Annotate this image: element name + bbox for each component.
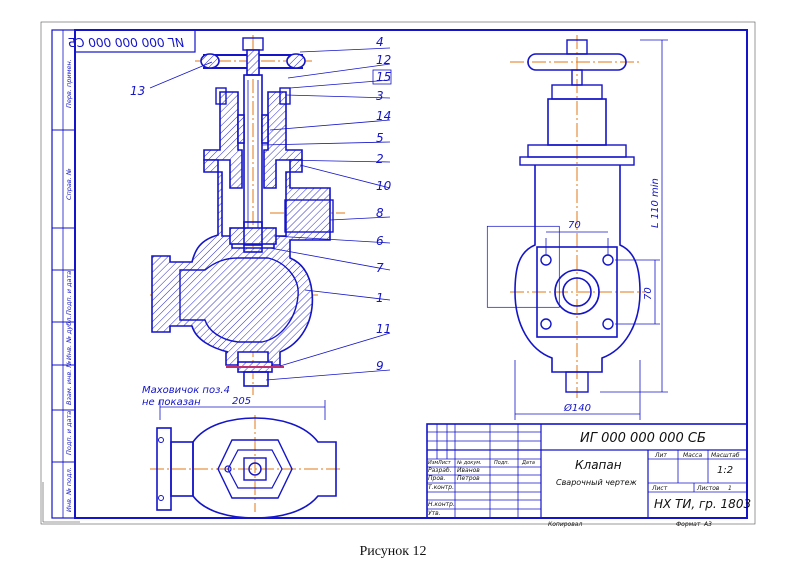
org-name: НХ ТИ, гр. 1803 [654, 497, 751, 511]
side-label-2: Справ. № [65, 168, 73, 200]
name-developer: Иванов [457, 467, 480, 474]
copied-label: Копировал [548, 521, 582, 528]
sheets-value: 1 [728, 485, 732, 492]
callout-9: 9 [376, 359, 384, 373]
side-label-6: Подп. и дата [65, 411, 73, 455]
role-norm-control: Н.контр. [428, 501, 455, 508]
note-line-2: не показан [142, 397, 201, 408]
top-view: Маховичок поз.4 не показан 205 [142, 385, 342, 519]
role-developer: Разраб. [428, 467, 452, 474]
format-value: А3 [703, 521, 712, 528]
callout-12: 12 [376, 53, 391, 67]
callout-14: 14 [376, 109, 391, 123]
valve-assembly-drawing: Перв. примен. Справ. № Подп. и дата Инв.… [40, 21, 756, 528]
callouts: 13 4 12 15 3 14 5 2 10 8 6 7 1 11 9 [130, 35, 392, 381]
callout-13: 13 [130, 84, 145, 98]
callout-15: 15 [376, 70, 391, 84]
note-line-1: Маховичок поз.4 [142, 385, 230, 396]
side-label-5: Взам. инв. № [65, 361, 73, 405]
col-izm: Изм [428, 460, 438, 466]
callout-3: 3 [376, 89, 384, 103]
callout-10: 10 [376, 179, 392, 193]
col-date: Дата [521, 460, 535, 466]
mirrored-doc-code: ИГ 000 000 000 СБ [68, 36, 184, 50]
dim-70-horizontal: 70 [568, 220, 581, 231]
title-name: Клапан [575, 458, 622, 472]
callout-6: 6 [376, 234, 384, 248]
format-label: Формат [676, 521, 701, 528]
mirrored-code-box: ИГ 000 000 000 СБ [68, 29, 196, 53]
role-tech-control: Т.контр. [428, 484, 454, 491]
dim-dia140: Ø140 [563, 402, 591, 414]
handwheel [200, 37, 306, 76]
sheet-label: Лист [651, 485, 668, 492]
side-label-1: Перв. примен. [65, 59, 73, 108]
scale-label: Масштаб [711, 452, 740, 459]
col-docnum: № докум. [456, 460, 482, 466]
col-list: Лист [437, 460, 452, 466]
title-subtitle: Сварочный чертеж [556, 478, 638, 487]
axis-triad-icon [42, 482, 80, 523]
name-checker: Петров [457, 475, 480, 482]
side-label-3: Подп. и дата [65, 271, 73, 315]
title-doc-code: ИГ 000 000 000 СБ [580, 431, 706, 446]
callout-4: 4 [376, 35, 384, 49]
col-sign: Подп. [494, 460, 509, 466]
figure-caption: Рисунок 12 [359, 544, 427, 559]
callout-11: 11 [376, 322, 391, 336]
mass-label: Масса [683, 452, 702, 459]
sheets-label: Листов [696, 485, 720, 492]
side-labels: Перв. примен. Справ. № Подп. и дата Инв.… [65, 59, 73, 512]
title-block: Изм Лист № докум. Подп. Дата Разраб. Про… [426, 423, 751, 528]
callout-8: 8 [376, 206, 384, 220]
role-checker: Пров. [428, 475, 446, 482]
callout-7: 7 [376, 261, 384, 275]
callout-1: 1 [376, 291, 384, 305]
dim-110-vertical: L 110 min [650, 178, 661, 228]
side-label-7: Инв. № подл. [65, 467, 73, 512]
callout-2: 2 [376, 152, 384, 166]
scale-value: 1:2 [717, 465, 733, 476]
front-section-view [150, 35, 345, 395]
dim-205: 205 [232, 396, 251, 407]
role-approved: Утв. [428, 510, 441, 517]
lit-label: Лит [654, 452, 667, 459]
side-label-4: Инв. № дубл. [65, 316, 73, 360]
dim-70-vertical: 70 [643, 287, 654, 300]
sheet-frame [40, 21, 756, 525]
side-view: 70 70 L 110 min Ø140 [486, 35, 668, 420]
callout-5: 5 [376, 131, 384, 145]
